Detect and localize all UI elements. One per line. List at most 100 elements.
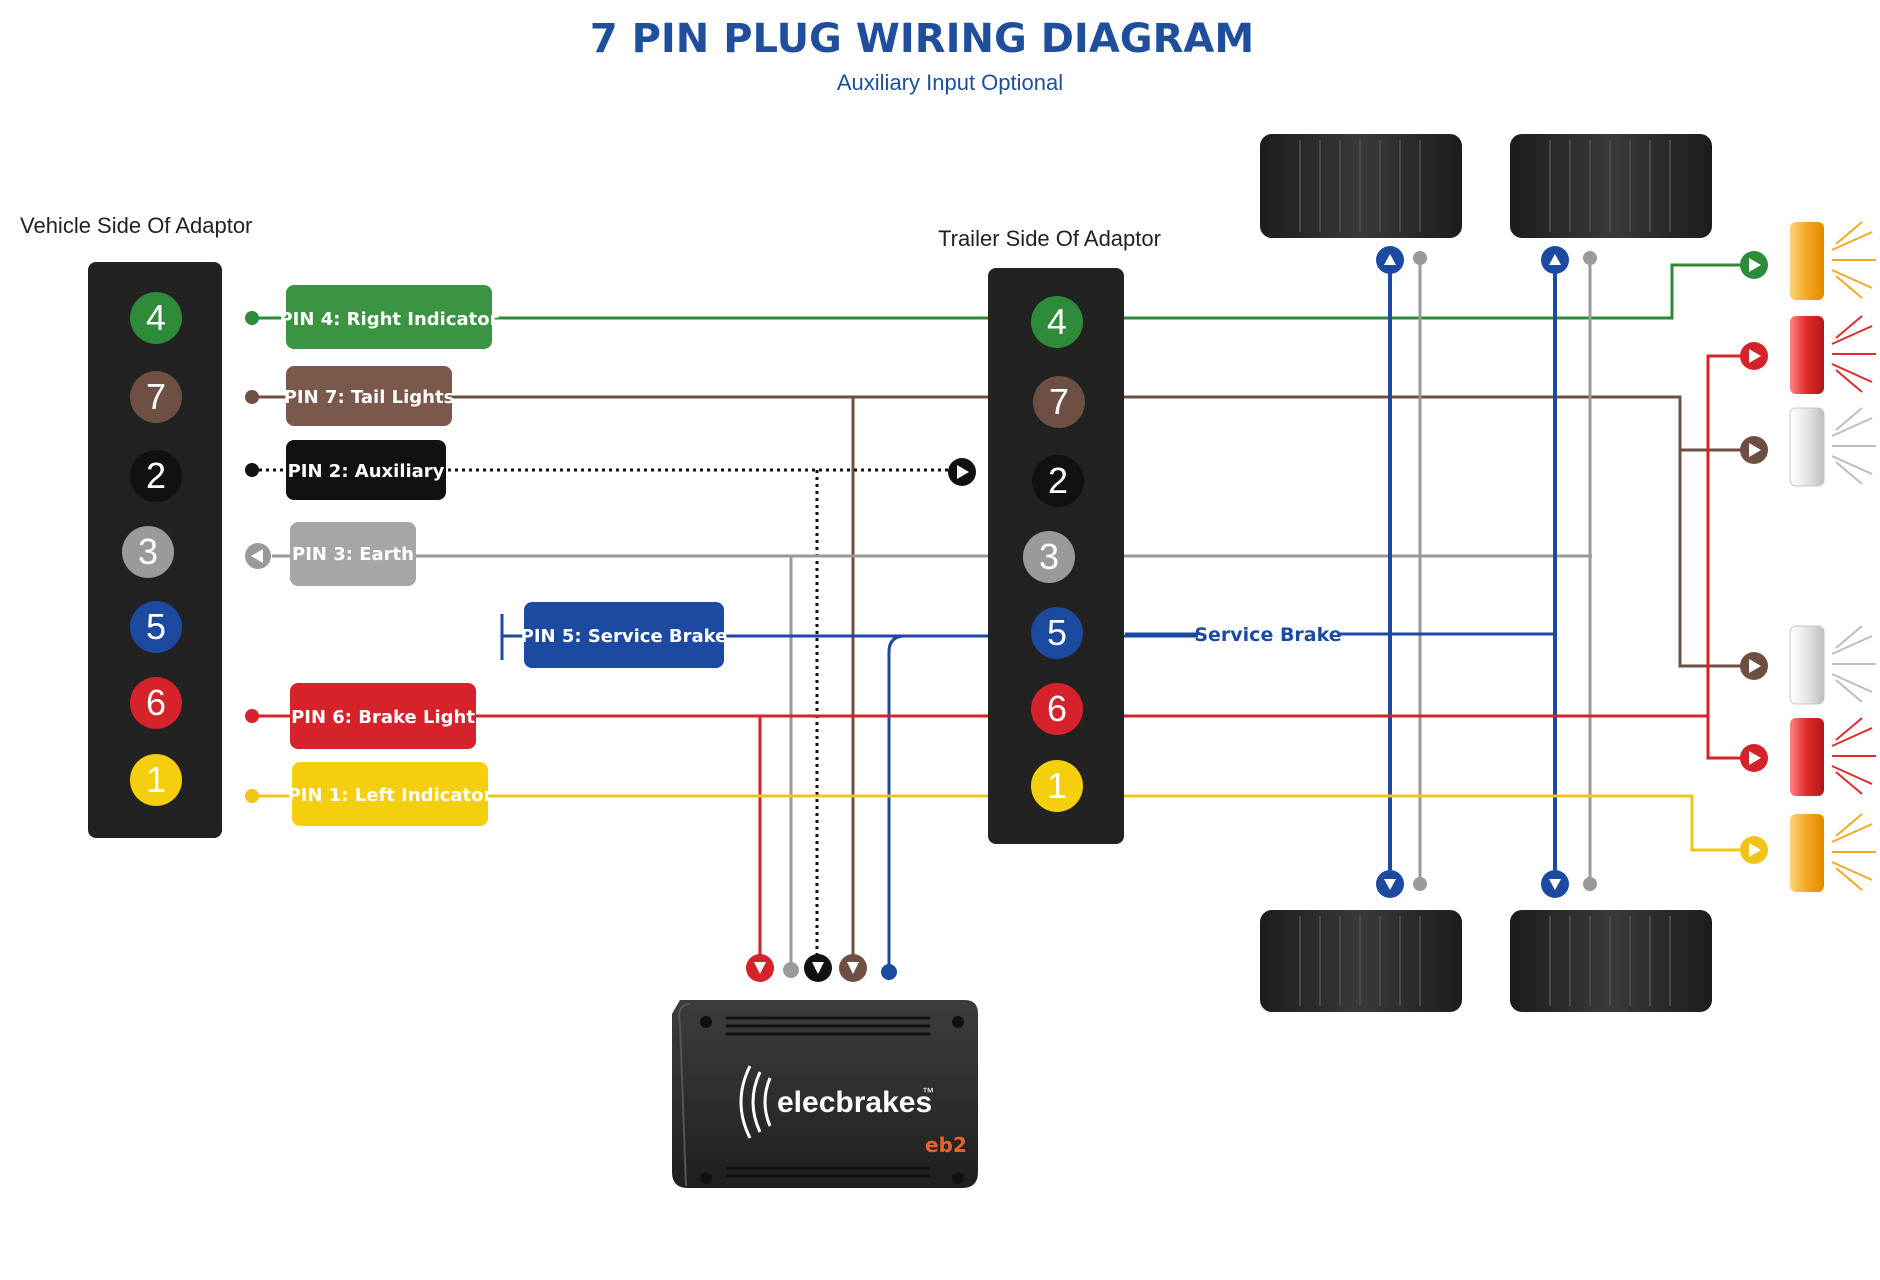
vehicle-pin-6: 6 bbox=[130, 677, 182, 729]
wire-green-main bbox=[252, 263, 1752, 320]
wireless-signal-icon bbox=[739, 1065, 772, 1139]
trailer-side-label: Trailer Side Of Adaptor bbox=[938, 226, 1161, 251]
page-title: 7 PIN PLUG WIRING DIAGRAM bbox=[590, 16, 1254, 62]
trailer-pin-number: 5 bbox=[1047, 612, 1067, 653]
wire-blue-start-bar bbox=[500, 614, 525, 660]
dot-green bbox=[245, 311, 259, 325]
blue-dot bbox=[881, 964, 897, 980]
light-rays-icon bbox=[1831, 315, 1876, 393]
pin-label-text: PIN 6: Brake Light bbox=[291, 707, 475, 728]
up-arrow-icon bbox=[1541, 246, 1569, 274]
pin-label-text: PIN 7: Tail Lights bbox=[284, 387, 455, 408]
wire-yellow-main bbox=[252, 794, 1752, 852]
tyre-icon bbox=[1510, 134, 1712, 238]
wire-red-main bbox=[252, 354, 1752, 718]
page-subtitle: Auxiliary Input Optional bbox=[837, 70, 1063, 95]
controller-terminals bbox=[746, 954, 897, 982]
vehicle-side-label: Vehicle Side Of Adaptor bbox=[20, 213, 252, 238]
trailer-pins: 4 7 2 3 5 6 1 bbox=[1023, 296, 1085, 812]
lamp-amber bbox=[1790, 222, 1824, 300]
vehicle-pin-7: 7 bbox=[130, 371, 182, 423]
lamp-red bbox=[1790, 316, 1824, 394]
pin-label-5: PIN 5: Service Brake bbox=[521, 602, 728, 668]
lamp-clear bbox=[1789, 625, 1825, 705]
tyre-icon bbox=[1260, 134, 1462, 238]
pin-label-7: PIN 7: Tail Lights bbox=[284, 366, 455, 426]
controller-model: eb2 bbox=[925, 1133, 967, 1157]
vehicle-pin-2: 2 bbox=[130, 450, 182, 502]
wire-blue-controller bbox=[887, 634, 1000, 968]
play-arrow-icon bbox=[1740, 836, 1768, 864]
play-arrow-icon bbox=[1740, 342, 1768, 370]
down-arrow-icon bbox=[1541, 870, 1569, 898]
trailer-pin-number: 4 bbox=[1047, 301, 1067, 342]
pin-label-1: PIN 1: Left Indicator bbox=[288, 762, 493, 826]
dot-black bbox=[245, 463, 259, 477]
wires bbox=[252, 256, 1752, 968]
light-rays-icon bbox=[1831, 813, 1876, 891]
trailer-pin-6: 6 bbox=[1031, 683, 1083, 735]
earth-dot bbox=[1583, 251, 1597, 265]
lamp-amber bbox=[1790, 814, 1824, 892]
wire-brown-branch bbox=[1678, 450, 1752, 668]
pin-labels: PIN 4: Right Indicator PIN 7: Tail Light… bbox=[279, 285, 727, 826]
trailer-pin-1: 1 bbox=[1031, 760, 1083, 812]
vehicle-pin-1: 1 bbox=[130, 754, 182, 806]
wire-red-branch bbox=[1706, 716, 1752, 760]
up-arrow-icon bbox=[1376, 246, 1404, 274]
trailer-pin-3: 3 bbox=[1023, 531, 1075, 583]
vehicle-pin-4: 4 bbox=[130, 292, 182, 344]
vehicle-pin-5: 5 bbox=[130, 601, 182, 653]
pin-label-text: PIN 1: Left Indicator bbox=[288, 785, 493, 806]
vehicle-pin-number: 1 bbox=[146, 759, 166, 800]
play-arrow-icon bbox=[1740, 436, 1768, 464]
down-arrow-icon bbox=[839, 954, 867, 982]
pin-label-text: PIN 2: Auxiliary bbox=[288, 461, 445, 482]
pin-label-4: PIN 4: Right Indicator bbox=[279, 285, 499, 349]
tyre-icon bbox=[1510, 910, 1712, 1012]
pin-label-text: PIN 5: Service Brake bbox=[521, 626, 728, 647]
trailer-pin-7: 7 bbox=[1033, 376, 1085, 428]
vehicle-pin-number: 4 bbox=[146, 297, 166, 338]
pin-label-6: PIN 6: Brake Light bbox=[290, 683, 476, 749]
play-arrow-icon bbox=[1740, 744, 1768, 772]
light-rays-icon bbox=[1831, 625, 1876, 703]
trailer-pin-number: 1 bbox=[1047, 765, 1067, 806]
earth-dot bbox=[1413, 251, 1427, 265]
vehicle-pin-number: 3 bbox=[138, 531, 158, 572]
screw-icon bbox=[700, 1172, 712, 1184]
vehicle-pin-number: 7 bbox=[146, 376, 166, 417]
light-rays-icon bbox=[1831, 717, 1876, 795]
wheels bbox=[1260, 134, 1712, 1012]
vehicle-pin-number: 2 bbox=[146, 455, 166, 496]
trailer-pin-4: 4 bbox=[1031, 296, 1083, 348]
earth-dot bbox=[1413, 877, 1427, 891]
lamps bbox=[1740, 221, 1876, 892]
pin-label-text: PIN 4: Right Indicator bbox=[279, 309, 498, 330]
trailer-pin-number: 2 bbox=[1048, 460, 1068, 501]
down-arrow-icon bbox=[746, 954, 774, 982]
earth-dot bbox=[1583, 877, 1597, 891]
aux-arrow-icon bbox=[948, 458, 976, 486]
vehicle-pin-number: 6 bbox=[146, 682, 166, 723]
controller-trademark: ™ bbox=[922, 1085, 934, 1099]
down-arrow-icon bbox=[1376, 870, 1404, 898]
brake-controller-unit: elecbrakes ™ eb2 bbox=[672, 1000, 978, 1188]
vehicle-pin-number: 5 bbox=[146, 606, 166, 647]
lamp-red bbox=[1790, 718, 1824, 796]
pin-label-text: PIN 3: Earth bbox=[292, 544, 414, 565]
dot-yellow bbox=[245, 789, 259, 803]
screw-icon bbox=[952, 1172, 964, 1184]
trailer-pin-number: 7 bbox=[1049, 381, 1069, 422]
dot-brown bbox=[245, 390, 259, 404]
vehicle-pins: 4 7 2 3 5 6 1 bbox=[122, 292, 182, 806]
tyre-icon bbox=[1260, 910, 1462, 1012]
pin-label-3: PIN 3: Earth bbox=[290, 522, 416, 586]
screw-icon bbox=[700, 1016, 712, 1028]
trailer-pin-number: 6 bbox=[1047, 688, 1067, 729]
trailer-pin-5: 5 bbox=[1031, 607, 1083, 659]
wheel-connectors bbox=[1376, 246, 1597, 898]
trailer-pin-number: 3 bbox=[1039, 536, 1059, 577]
wire-start-dots bbox=[245, 311, 271, 803]
